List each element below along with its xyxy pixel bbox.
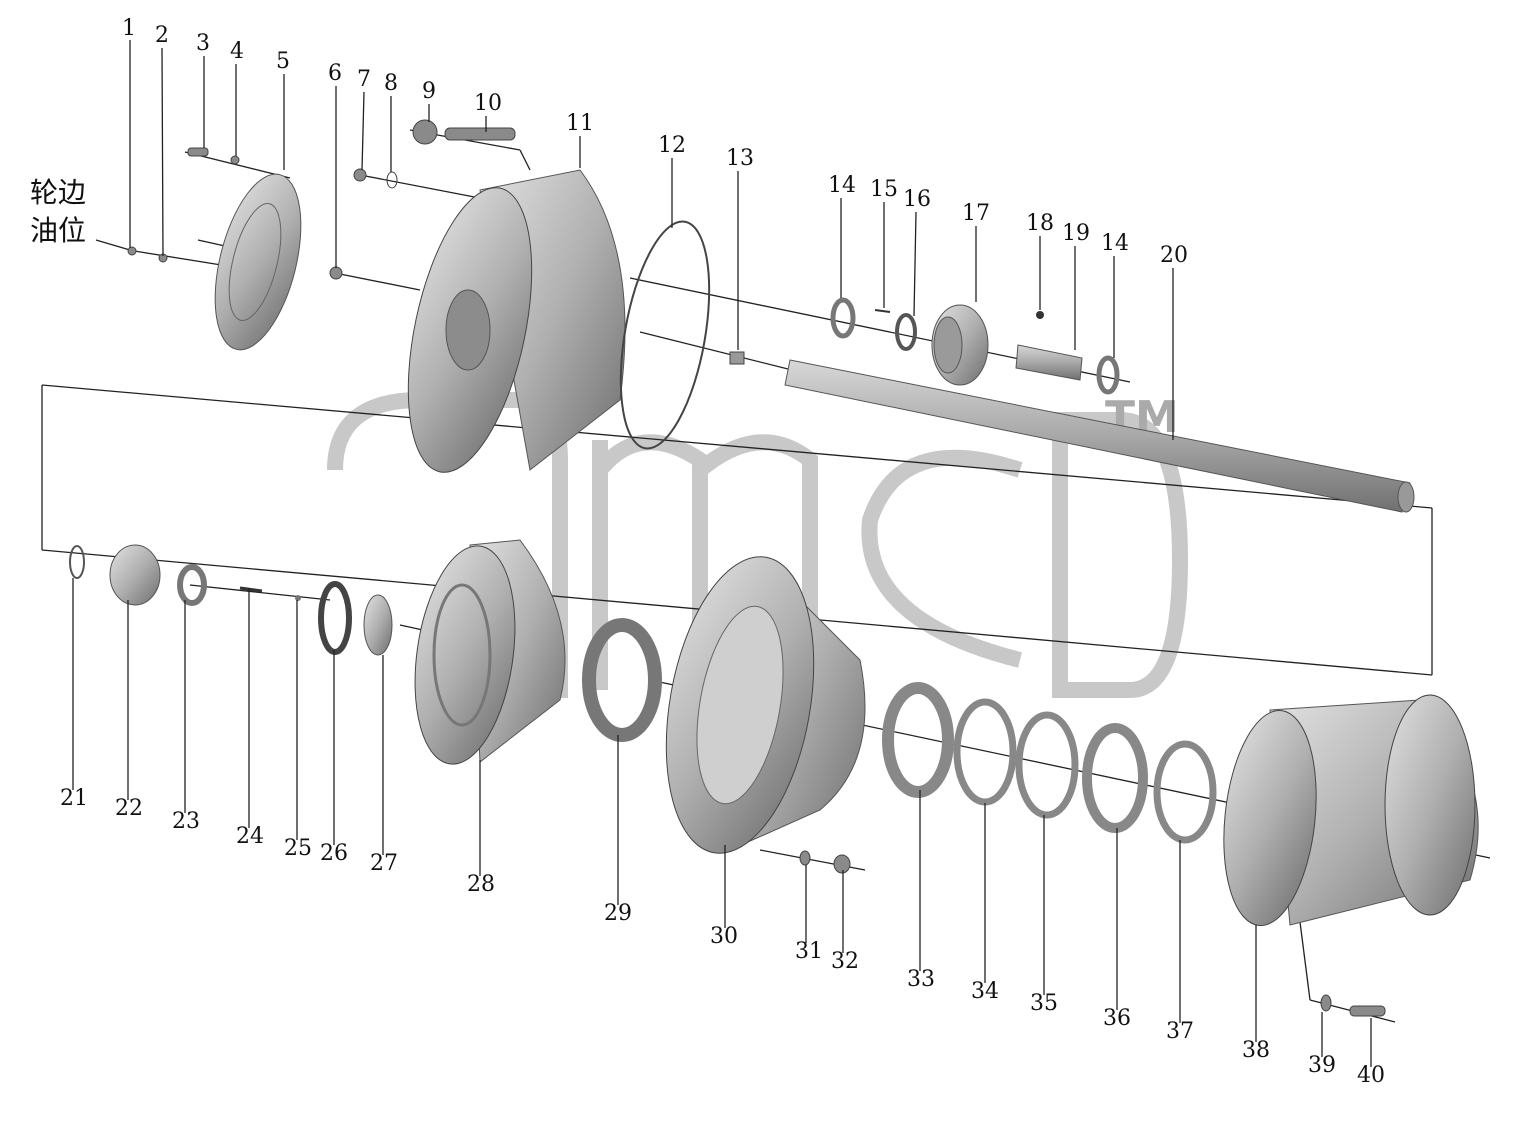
callout-number-19: 14: [1101, 231, 1129, 256]
callout-leader-6: [361, 91, 365, 171]
bearing-inner: [582, 618, 662, 742]
callout-number-32: 32: [831, 949, 859, 974]
callout-number-10: 11: [566, 111, 594, 136]
callout-number-0: 1: [122, 16, 136, 41]
callout-number-26: 26: [320, 841, 348, 866]
side-label-line1: 轮边: [30, 176, 86, 209]
callout-number-39: 39: [1308, 1053, 1336, 1078]
callout-number-18: 19: [1062, 221, 1090, 246]
callout-leader-lines: [72, 40, 1372, 1067]
side-label-line2: 油位: [30, 214, 86, 247]
callout-number-30: 30: [710, 924, 738, 949]
sun-gear-group: [830, 297, 1120, 395]
callout-number-29: 29: [604, 901, 632, 926]
wheel-hub-housing: [407, 169, 626, 473]
small-fasteners-upper: [127, 119, 516, 280]
callout-number-36: 36: [1103, 1006, 1131, 1031]
brake-drum: [1223, 694, 1479, 927]
callout-leader-15: [913, 211, 917, 317]
callout-leader-1: [161, 47, 164, 257]
callout-number-7: 8: [384, 71, 398, 96]
end-cover: [214, 173, 302, 351]
callout-number-1: 2: [155, 23, 169, 48]
callout-number-33: 33: [907, 967, 935, 992]
seal-rings: [882, 682, 1217, 844]
callout-number-11: 12: [658, 133, 686, 158]
callout-number-28: 28: [467, 872, 495, 897]
callout-number-27: 27: [370, 851, 398, 876]
o-ring-large: [619, 220, 711, 450]
callout-number-17: 18: [1026, 211, 1054, 236]
callout-number-31: 31: [795, 939, 823, 964]
callout-number-21: 21: [60, 786, 88, 811]
callout-number-8: 9: [422, 79, 436, 104]
callout-number-9: 10: [474, 91, 502, 116]
callout-number-4: 5: [276, 49, 290, 74]
callout-number-2: 3: [196, 31, 210, 56]
small-nut: [729, 351, 745, 365]
callout-number-24: 24: [236, 824, 264, 849]
callout-number-13: 14: [828, 173, 856, 198]
callout-number-15: 16: [903, 187, 931, 212]
callout-number-22: 22: [115, 796, 143, 821]
callout-number-16: 17: [962, 201, 990, 226]
callout-number-14: 15: [870, 177, 898, 202]
callout-number-37: 37: [1166, 1019, 1194, 1044]
ring-gear-carrier: [414, 539, 566, 765]
callout-number-40: 40: [1357, 1063, 1385, 1088]
callout-number-38: 38: [1242, 1038, 1270, 1063]
callout-number-3: 4: [230, 39, 244, 64]
callout-number-35: 35: [1030, 991, 1058, 1016]
callout-number-6: 7: [357, 67, 371, 92]
hub-fasteners: [799, 850, 851, 874]
callout-number-23: 23: [172, 809, 200, 834]
callout-number-12: 13: [726, 146, 754, 171]
callout-number-20: 20: [1160, 243, 1188, 268]
callout-number-5: 6: [328, 61, 342, 86]
callout-number-34: 34: [971, 979, 999, 1004]
drum-fasteners: [1320, 994, 1386, 1017]
callout-number-25: 25: [284, 836, 312, 861]
lower-parts: [69, 544, 393, 656]
wheel-hub: [665, 556, 866, 854]
half-shaft: [784, 359, 1415, 513]
